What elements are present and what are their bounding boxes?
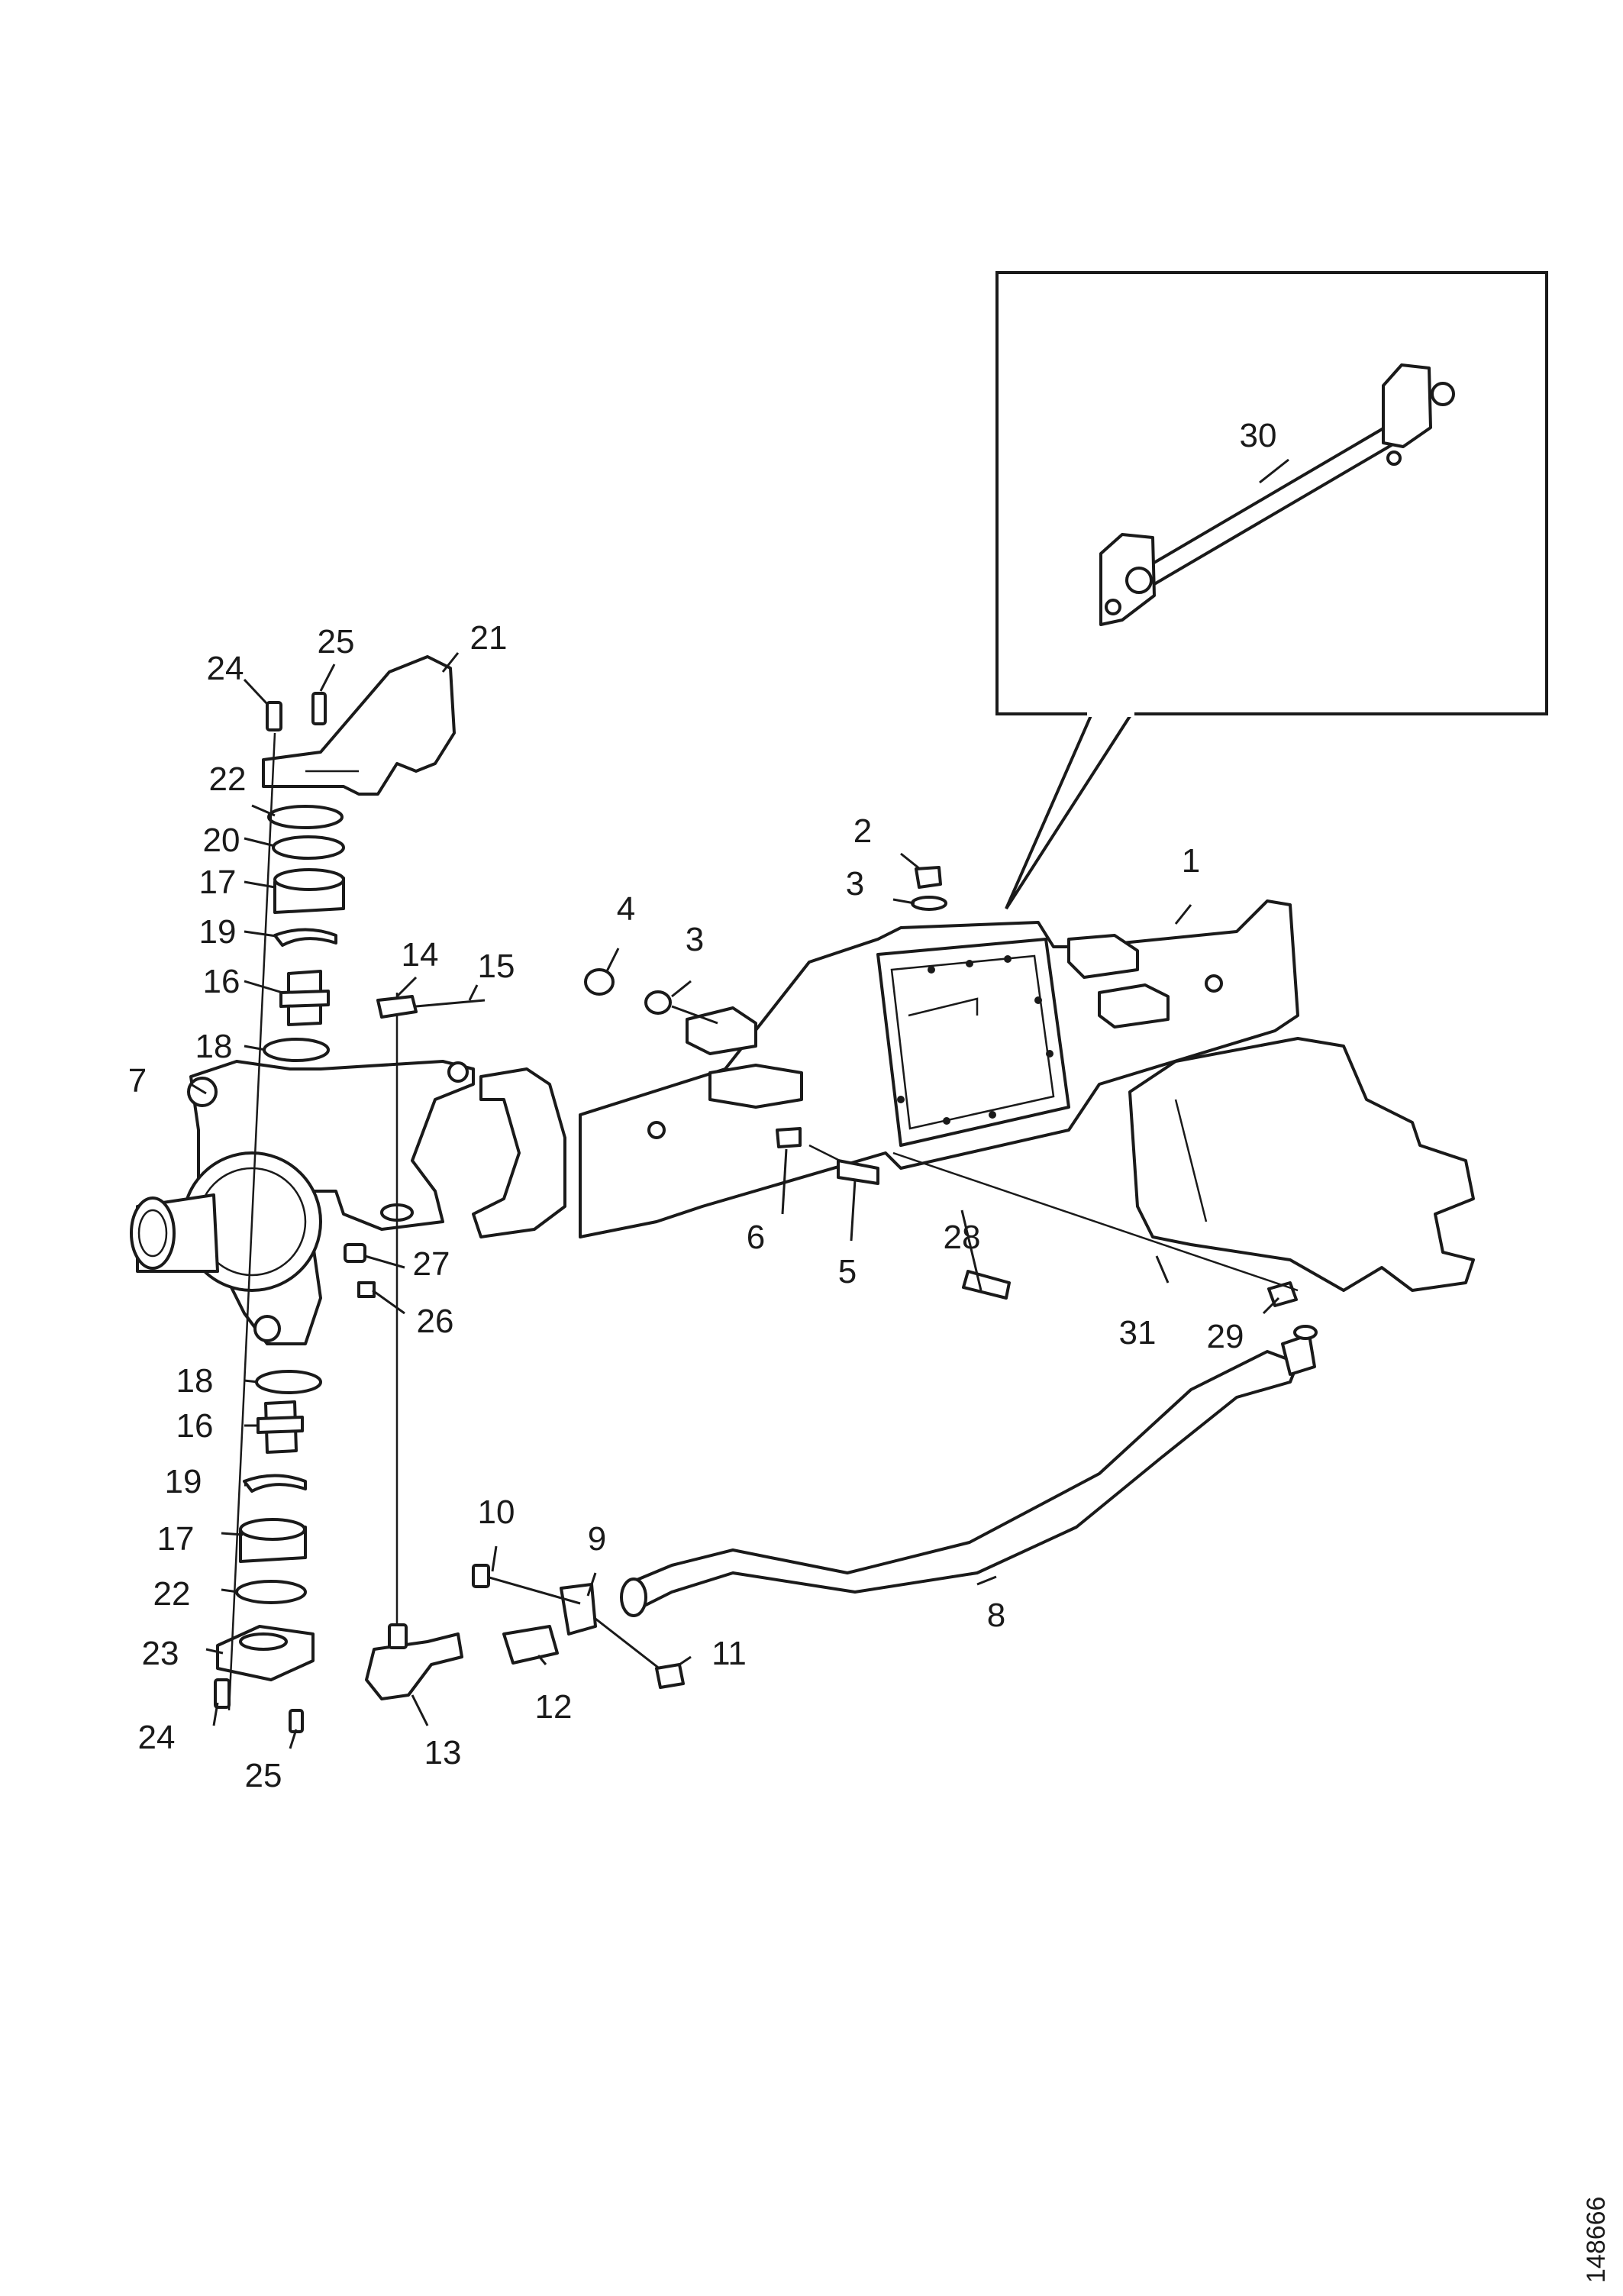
callout-17b: 17: [157, 1520, 195, 1558]
callout-3b: 3: [686, 921, 704, 958]
leader-lines: [190, 652, 1280, 1749]
callout-27: 27: [413, 1245, 450, 1283]
callout-16b: 16: [176, 1407, 214, 1445]
callout-19a: 19: [199, 913, 237, 951]
callout-23: 23: [142, 1635, 179, 1672]
callout-5: 5: [838, 1253, 857, 1290]
callout-6: 6: [747, 1219, 765, 1256]
callout-12: 12: [535, 1688, 573, 1726]
kingpin-axis: [227, 732, 276, 1711]
callout-28: 28: [944, 1219, 981, 1256]
callout-16a: 16: [203, 963, 240, 1000]
callout-2: 2: [853, 812, 872, 850]
callout-25a: 25: [318, 623, 355, 660]
callout-11: 11: [711, 1635, 747, 1672]
callout-8: 8: [987, 1597, 1005, 1634]
callouts: 1 2 3 3 4 5 6 7 8 9 10 11 12 13 14 15 16…: [128, 619, 1244, 1794]
callout-30: 30: [1240, 417, 1277, 454]
callout-3a: 3: [846, 865, 864, 903]
callout-10: 10: [478, 1494, 515, 1531]
callout-21: 21: [470, 619, 508, 657]
tie-rod: [365, 1325, 1318, 1700]
callout-20: 20: [203, 822, 240, 859]
callout-24a: 24: [207, 650, 244, 687]
steering-knuckle: [130, 1060, 475, 1345]
callout-4: 4: [617, 890, 635, 928]
callout-7: 7: [128, 1062, 147, 1100]
callout-22b: 22: [153, 1575, 191, 1613]
inset-pointer: [1005, 712, 1133, 910]
inset-detail: 30: [995, 271, 1548, 910]
callout-24b: 24: [138, 1719, 176, 1756]
callout-15: 15: [478, 948, 515, 985]
callout-14: 14: [402, 936, 439, 974]
callout-25b: 25: [245, 1757, 282, 1794]
axle-housing: [472, 899, 1299, 1238]
callout-18a: 18: [195, 1028, 233, 1065]
steering-arm: [262, 655, 456, 796]
chassis-section: [1128, 1037, 1475, 1292]
callout-18b: 18: [176, 1362, 214, 1400]
kingpin-stack-lower: [216, 1370, 322, 1681]
callout-29: 29: [1207, 1318, 1244, 1355]
figure-id: 148666: [1582, 2197, 1611, 2283]
callout-19b: 19: [165, 1463, 202, 1500]
callout-9: 9: [588, 1520, 606, 1558]
callout-22a: 22: [209, 760, 247, 798]
kingpin-stack-upper: [263, 805, 345, 1062]
callout-13: 13: [424, 1734, 462, 1771]
callout-26: 26: [417, 1303, 454, 1340]
callout-31: 31: [1119, 1314, 1157, 1351]
stabilizer-bar: [1099, 363, 1455, 626]
callout-17a: 17: [199, 864, 237, 901]
callout-1: 1: [1182, 842, 1200, 880]
